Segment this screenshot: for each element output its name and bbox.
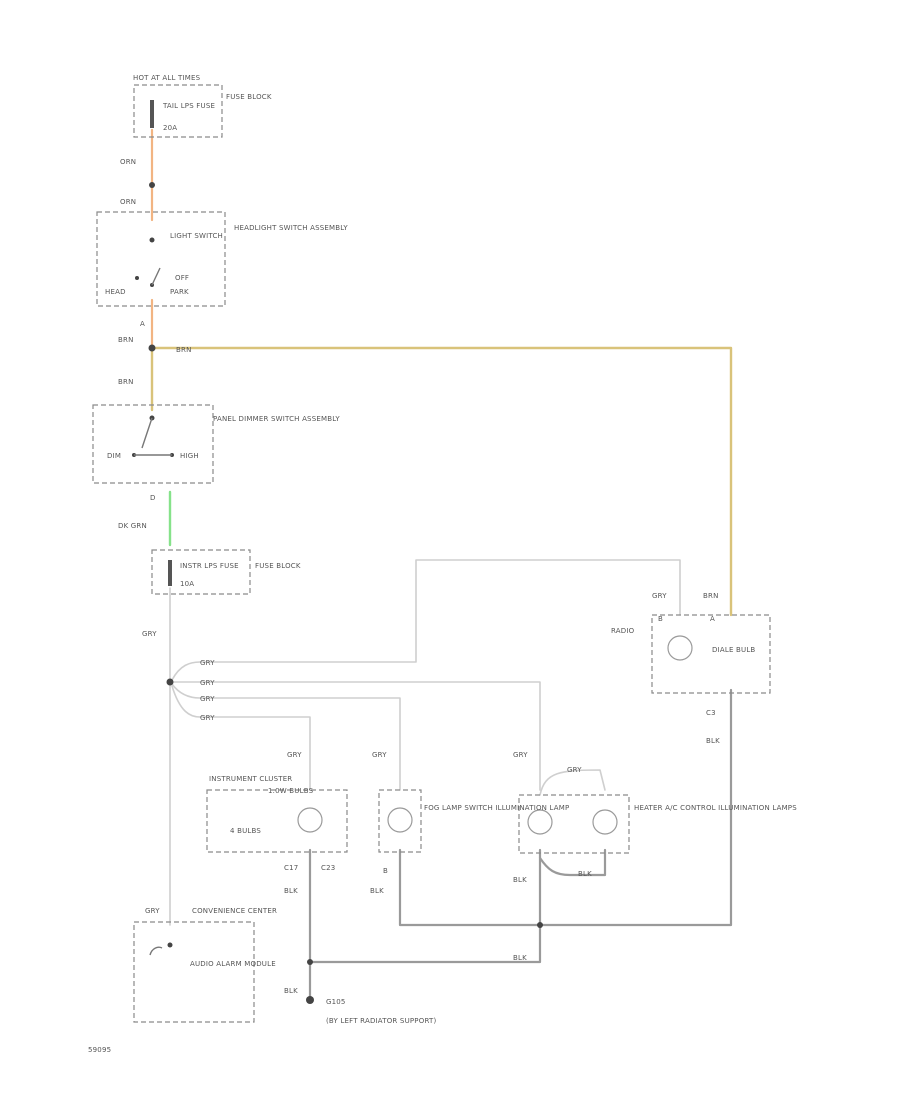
heater-label: HEATER A/C CONTROL ILLUMINATION LAMPS bbox=[634, 804, 797, 812]
instr-lps-fuse-amp: 10A bbox=[180, 580, 194, 588]
wire-dk-grn-label: DK GRN bbox=[118, 522, 147, 530]
instr-fuse-symbol bbox=[168, 560, 172, 586]
head-label: HEAD bbox=[105, 288, 126, 296]
conn-d-label: D bbox=[150, 494, 156, 502]
fog-lamp-box bbox=[378, 789, 422, 853]
radio-pin-a-label: A bbox=[710, 615, 715, 623]
convenience-center-label: CONVENIENCE CENTER bbox=[192, 907, 277, 915]
headlight-switch-contact-head bbox=[135, 276, 139, 280]
radio-dial-bulb bbox=[667, 635, 693, 661]
wire-gray-cluster bbox=[171, 685, 311, 791]
wire-gry-conv-label: GRY bbox=[145, 907, 160, 915]
wire-gry-cluster-label: GRY bbox=[287, 751, 302, 759]
wire-gray-heater-jumper bbox=[539, 769, 606, 796]
fuse-block-instr-box bbox=[151, 549, 251, 595]
light-switch-label: LIGHT SWITCH bbox=[170, 232, 223, 240]
off-label: OFF bbox=[175, 274, 189, 282]
diagram-id-label: 59095 bbox=[88, 1046, 111, 1054]
splice-brown bbox=[148, 344, 156, 352]
fog-pin-b-label: B bbox=[383, 867, 388, 875]
tail-fuse-symbol bbox=[150, 100, 154, 128]
wire-blk-ground-label: BLK bbox=[513, 954, 527, 962]
dial-bulb-label: DIALE BULB bbox=[712, 646, 755, 654]
bulbs-note-label: 1.0W BULBS bbox=[268, 787, 314, 795]
convenience-switch bbox=[149, 946, 163, 956]
instrument-cluster-label: INSTRUMENT CLUSTER bbox=[209, 775, 292, 783]
cluster-c23-label: C23 bbox=[321, 864, 335, 872]
instr-lps-fuse-label: INSTR LPS FUSE bbox=[180, 562, 239, 570]
radio-label: RADIO bbox=[611, 627, 635, 635]
hot-at-all-times-label: HOT AT ALL TIMES bbox=[133, 74, 201, 82]
park-label: PARK bbox=[170, 288, 189, 296]
headlight-switch-blade bbox=[151, 267, 161, 286]
fuse-block-label-1: FUSE BLOCK bbox=[226, 93, 272, 101]
radio-pin-c3-label: C3 bbox=[706, 709, 716, 717]
wire-gry-heater-jumper-label: GRY bbox=[567, 766, 582, 774]
ground-label: G105 bbox=[326, 998, 346, 1006]
splice-orange bbox=[149, 182, 155, 188]
fuse-block-tail-box bbox=[133, 84, 223, 138]
radio-box bbox=[651, 614, 771, 694]
wire-blk-heater-jumper-label: BLK bbox=[578, 870, 592, 878]
bulbs-count-label: 4 BULBS bbox=[230, 827, 261, 835]
wire-blk-g105-label: BLK bbox=[284, 987, 298, 995]
wire-orn-label-2: ORN bbox=[120, 198, 136, 206]
convenience-center-box bbox=[133, 921, 255, 1023]
wire-gray-fog bbox=[171, 683, 401, 791]
convenience-contact bbox=[167, 942, 173, 948]
fog-lamp-bulb bbox=[387, 807, 413, 833]
panel-dimmer-label: PANEL DIMMER SWITCH ASSEMBLY bbox=[213, 415, 340, 423]
dimmer-switch-blade bbox=[134, 417, 172, 456]
cluster-c17-label: C17 bbox=[284, 864, 298, 872]
wire-black-heater-jumper bbox=[538, 848, 607, 877]
wire-gry-heater-label: GRY bbox=[513, 751, 528, 759]
wire-black-heater bbox=[308, 848, 542, 964]
wire-orn-label-1: ORN bbox=[120, 158, 136, 166]
heater-bulb-left bbox=[527, 809, 553, 835]
headlight-switch-contact-top bbox=[149, 237, 155, 243]
fog-lamp-label: FOG LAMP SWITCH ILLUMINATION LAMP bbox=[424, 804, 569, 812]
wire-brn-radio-label: BRN bbox=[703, 592, 719, 600]
heater-control-box bbox=[518, 794, 630, 854]
wire-gry-radio-label: GRY bbox=[652, 592, 667, 600]
wire-gry-label-1: GRY bbox=[200, 659, 215, 667]
wire-brown-radio bbox=[150, 346, 733, 617]
instrument-cluster-box bbox=[206, 789, 348, 853]
wire-black-radio bbox=[398, 688, 733, 927]
dim-label: DIM bbox=[107, 452, 121, 460]
radio-pin-b-label: B bbox=[658, 615, 663, 623]
wire-blk-heater-label: BLK bbox=[513, 876, 527, 884]
heater-bulb-right bbox=[592, 809, 618, 835]
headlight-switch-box bbox=[96, 211, 226, 307]
wire-gray-radio bbox=[171, 559, 681, 681]
audio-alarm-label: AUDIO ALARM MODULE bbox=[190, 960, 276, 968]
wire-gry-label-2: GRY bbox=[200, 679, 215, 687]
wire-brn-label-1: BRN bbox=[118, 336, 134, 344]
wire-gry-label-4: GRY bbox=[200, 714, 215, 722]
tail-lps-fuse-label: TAIL LPS FUSE bbox=[162, 102, 215, 110]
conn-a-label: A bbox=[140, 320, 145, 328]
wire-gry-fog-label: GRY bbox=[372, 751, 387, 759]
ground-location-label: (BY LEFT RADIATOR SUPPORT) bbox=[326, 1017, 436, 1025]
cluster-bulb bbox=[297, 807, 323, 833]
wire-blk-cluster-label: BLK bbox=[284, 887, 298, 895]
wire-gry-main-label: GRY bbox=[142, 630, 157, 638]
panel-dimmer-box bbox=[92, 404, 214, 484]
wire-blk-radio-label: BLK bbox=[706, 737, 720, 745]
ground-terminal bbox=[306, 996, 314, 1004]
tail-lps-fuse-amp: 20A bbox=[163, 124, 177, 132]
wire-blk-fog-label: BLK bbox=[370, 887, 384, 895]
wire-gray-heater bbox=[171, 681, 541, 791]
splice-black-ground bbox=[307, 959, 313, 965]
wire-brn-label-3: BRN bbox=[118, 378, 134, 386]
splice-gray bbox=[166, 678, 174, 686]
fuse-block-label-2: FUSE BLOCK bbox=[255, 562, 301, 570]
wire-gry-label-3: GRY bbox=[200, 695, 215, 703]
headlight-switch-label: HEADLIGHT SWITCH ASSEMBLY bbox=[234, 224, 348, 232]
high-label: HIGH bbox=[180, 452, 199, 460]
splice-black-heater bbox=[537, 922, 543, 928]
wire-brn-label-2: BRN bbox=[176, 346, 192, 354]
